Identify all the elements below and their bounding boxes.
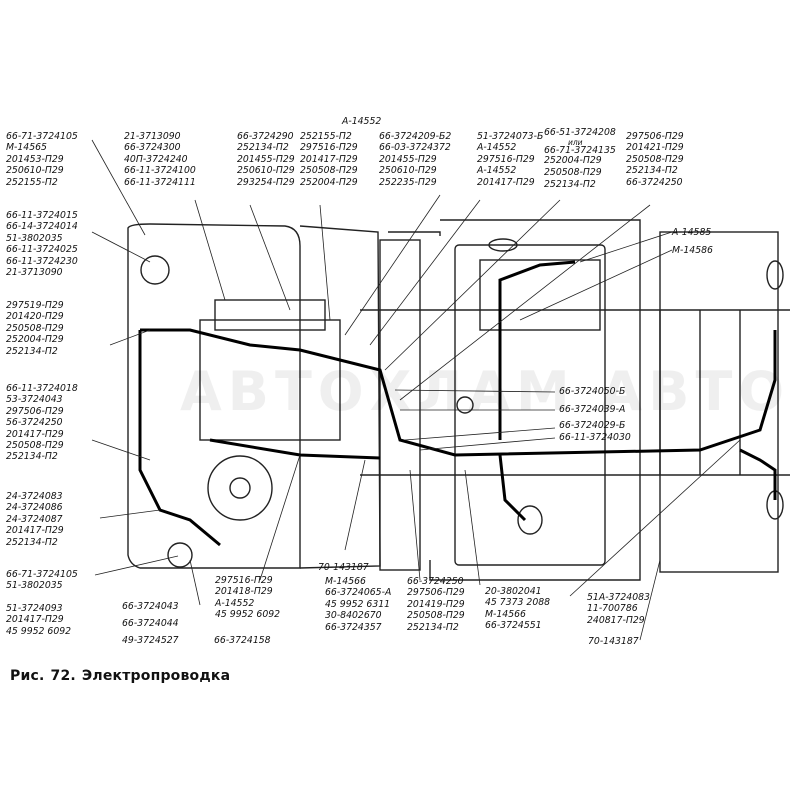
label-right-1: А-14585 xyxy=(672,227,712,238)
steering-wheel xyxy=(207,455,273,521)
headlamp-right xyxy=(167,542,193,568)
watermark: АВТОХЛАМ АВТО xyxy=(180,360,791,423)
label-block-bottom-11: 70-143187 xyxy=(588,636,639,647)
harness-branch-roof xyxy=(498,260,576,440)
body-window xyxy=(479,259,601,331)
harness-branch-lower xyxy=(498,454,527,522)
label-right-3: 66-3724050-Б xyxy=(559,386,626,397)
engine-block xyxy=(199,319,341,441)
figure-caption: Рис. 72. Электропроводка xyxy=(10,668,236,684)
cargo-body xyxy=(388,219,641,581)
label-block-bottom-5: 66-3724158 xyxy=(214,635,271,646)
cab-outline xyxy=(127,223,301,569)
caption-prefix: Рис. xyxy=(10,668,45,684)
main-harness xyxy=(140,328,777,457)
side-lamp xyxy=(456,396,474,414)
label-block-bottom-2: 66-3724044 xyxy=(122,618,179,629)
label-block-bottom-1: 66-3724043 xyxy=(122,601,179,612)
engine-head xyxy=(214,299,326,331)
door xyxy=(379,239,421,571)
headlamp-left xyxy=(140,255,170,285)
label-right-6: 66-11-3724030 xyxy=(559,432,631,443)
label-right-2: М-14586 xyxy=(672,245,713,256)
caption-title: Электропроводка xyxy=(81,668,231,684)
label-block-bottom-3: 49-3724527 xyxy=(122,635,179,646)
top-label: А-14552 xyxy=(341,116,381,127)
rear-lamp-top xyxy=(766,260,784,290)
caption-number: 72. xyxy=(50,668,76,684)
label-block-bottom-6: 70-143187 xyxy=(318,562,369,573)
label-right-5: 66-3724029-Б xyxy=(559,420,626,431)
wheel-arch xyxy=(517,505,543,535)
harness-branch-dash xyxy=(209,438,381,460)
frame-cross-1 xyxy=(659,310,741,475)
interior-lamp xyxy=(488,238,518,252)
harness-branch-rear xyxy=(739,448,777,500)
label-right-4: 66-3724039-А xyxy=(559,404,626,415)
cab-front xyxy=(299,225,381,569)
body-panel xyxy=(454,244,606,566)
